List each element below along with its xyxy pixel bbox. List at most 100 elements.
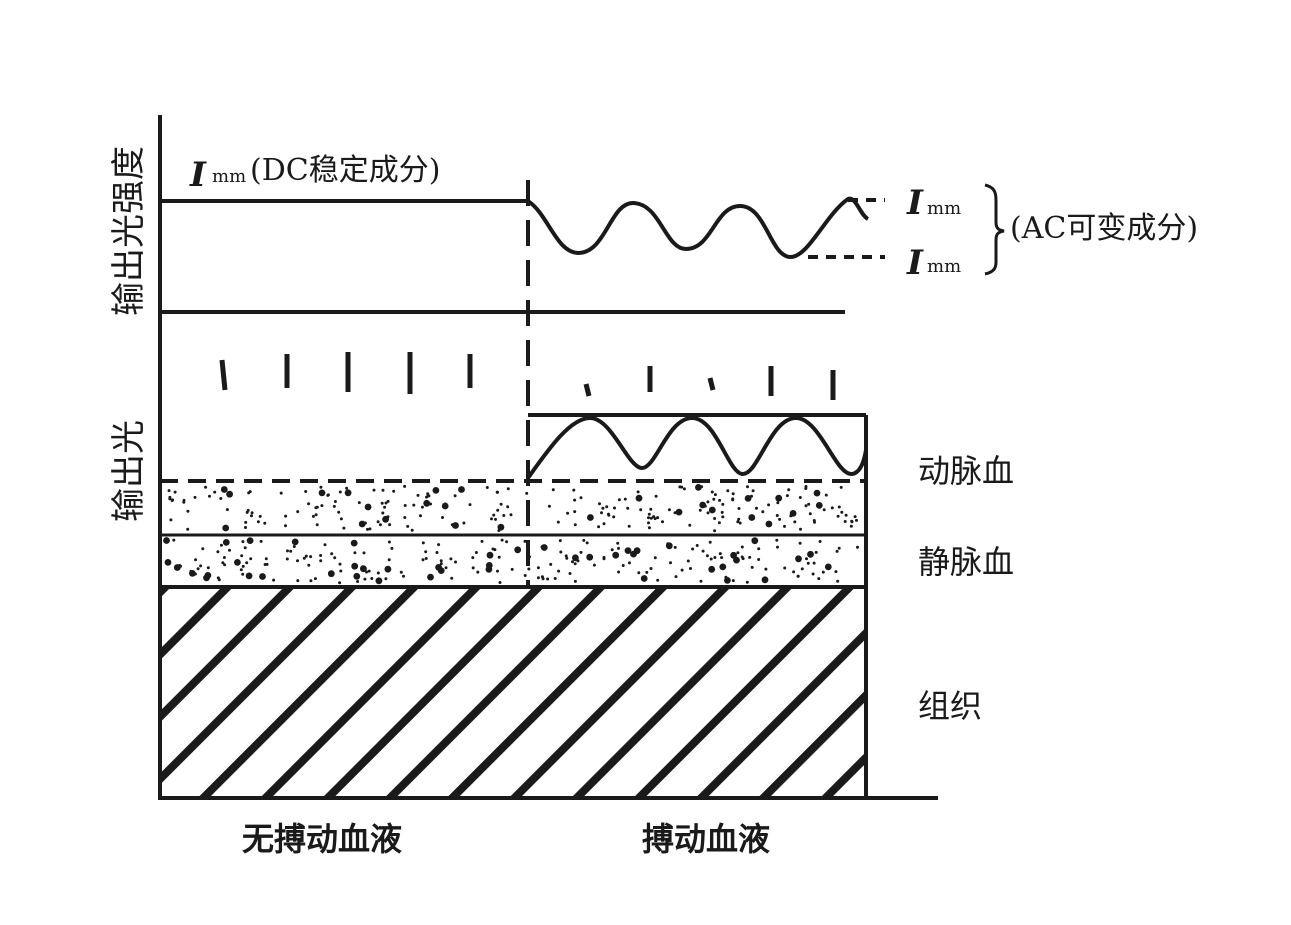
blood-dot	[557, 569, 561, 573]
blood-dot	[798, 541, 802, 545]
blood-dot	[226, 490, 234, 498]
blood-dot	[239, 568, 243, 572]
blood-dot	[737, 507, 741, 510]
blood-dot	[710, 490, 714, 494]
blood-dot	[289, 549, 293, 553]
ac-min-subscript: mm	[927, 256, 961, 277]
blood-dot	[223, 563, 227, 567]
blood-dot	[836, 514, 840, 518]
light-ray-mark	[219, 359, 228, 391]
blood-dot	[647, 521, 650, 525]
blood-dot	[471, 566, 475, 570]
blood-dot	[378, 523, 382, 527]
blood-dot	[724, 575, 728, 579]
blood-dots	[163, 484, 859, 585]
blood-dot	[818, 540, 822, 543]
blood-dot	[616, 541, 620, 545]
blood-dot	[853, 515, 857, 519]
blood-dot	[755, 506, 758, 510]
blood-dot	[556, 520, 560, 524]
blood-dot	[547, 504, 551, 508]
blood-dot	[169, 518, 173, 522]
blood-dot	[731, 579, 735, 583]
blood-dot	[381, 511, 385, 515]
blood-dot	[523, 574, 527, 577]
blood-dot	[368, 527, 372, 531]
blood-dot	[617, 498, 621, 502]
blood-dot	[849, 524, 853, 528]
blood-dot	[647, 516, 650, 520]
blood-dot	[309, 555, 313, 559]
blood-dot	[427, 573, 434, 581]
blood-dot	[700, 485, 704, 489]
blood-dot	[372, 488, 376, 492]
blood-dot	[256, 520, 260, 524]
blood-dot	[708, 506, 716, 514]
blood-dot	[653, 556, 657, 560]
blood-dot	[617, 546, 620, 550]
blood-dot	[480, 539, 484, 543]
blood-dot	[318, 489, 326, 497]
blood-dot	[839, 485, 843, 489]
blood-dot	[525, 491, 529, 495]
blood-dot	[338, 490, 342, 494]
blood-dot	[761, 576, 769, 584]
blood-dot	[612, 515, 616, 519]
blood-dot	[699, 579, 703, 583]
blood-dot	[573, 523, 577, 527]
blood-dot	[673, 511, 677, 515]
blood-dot	[796, 574, 800, 578]
blood-dot	[375, 577, 383, 585]
dc-symbol: I	[189, 155, 207, 195]
blood-dot	[757, 558, 761, 561]
blood-dot	[304, 554, 308, 558]
vein-layer-label: 静脉血	[918, 543, 1014, 581]
blood-dot	[602, 522, 606, 526]
blood-dot	[292, 545, 296, 548]
blood-dot	[505, 540, 509, 544]
blood-dot	[750, 565, 754, 569]
blood-dot	[296, 510, 300, 514]
blood-dot	[259, 573, 266, 580]
blood-dot	[706, 500, 710, 504]
blood-dot	[406, 524, 410, 528]
blood-dot	[424, 557, 428, 560]
blood-dot	[304, 490, 308, 493]
blood-dot	[667, 508, 671, 512]
blood-dot	[582, 538, 586, 542]
blood-dot	[666, 542, 670, 546]
blood-dot	[673, 545, 677, 549]
blood-dot	[286, 549, 289, 553]
blood-dot	[384, 577, 388, 581]
blood-dot	[856, 545, 859, 549]
blood-dot	[284, 514, 288, 518]
blood-dot	[426, 494, 430, 498]
blood-dot	[844, 513, 848, 517]
blood-dot	[579, 550, 583, 554]
blood-dot	[737, 517, 741, 521]
blood-dot	[637, 571, 641, 575]
blood-dot	[617, 570, 621, 574]
blood-dot	[302, 556, 306, 560]
blood-dot	[499, 502, 503, 506]
blood-dot	[738, 521, 742, 525]
blood-dot	[342, 526, 346, 530]
blood-dot	[234, 559, 241, 566]
blood-dot	[602, 555, 606, 559]
blood-dot	[186, 527, 190, 531]
blood-dot	[272, 578, 276, 582]
blood-dot	[712, 497, 716, 501]
blood-dot	[718, 552, 722, 556]
blood-dot	[817, 577, 821, 581]
blood-dot	[824, 563, 832, 571]
blood-dot	[855, 518, 858, 522]
blood-dot	[682, 487, 686, 491]
blood-dot	[795, 555, 802, 563]
blood-dot	[365, 570, 368, 574]
blood-dot	[706, 511, 710, 515]
blood-dot	[199, 564, 203, 568]
blood-dot	[194, 558, 198, 562]
blood-dot	[805, 557, 808, 561]
blood-dot	[284, 524, 287, 528]
blood-dot	[241, 540, 245, 544]
